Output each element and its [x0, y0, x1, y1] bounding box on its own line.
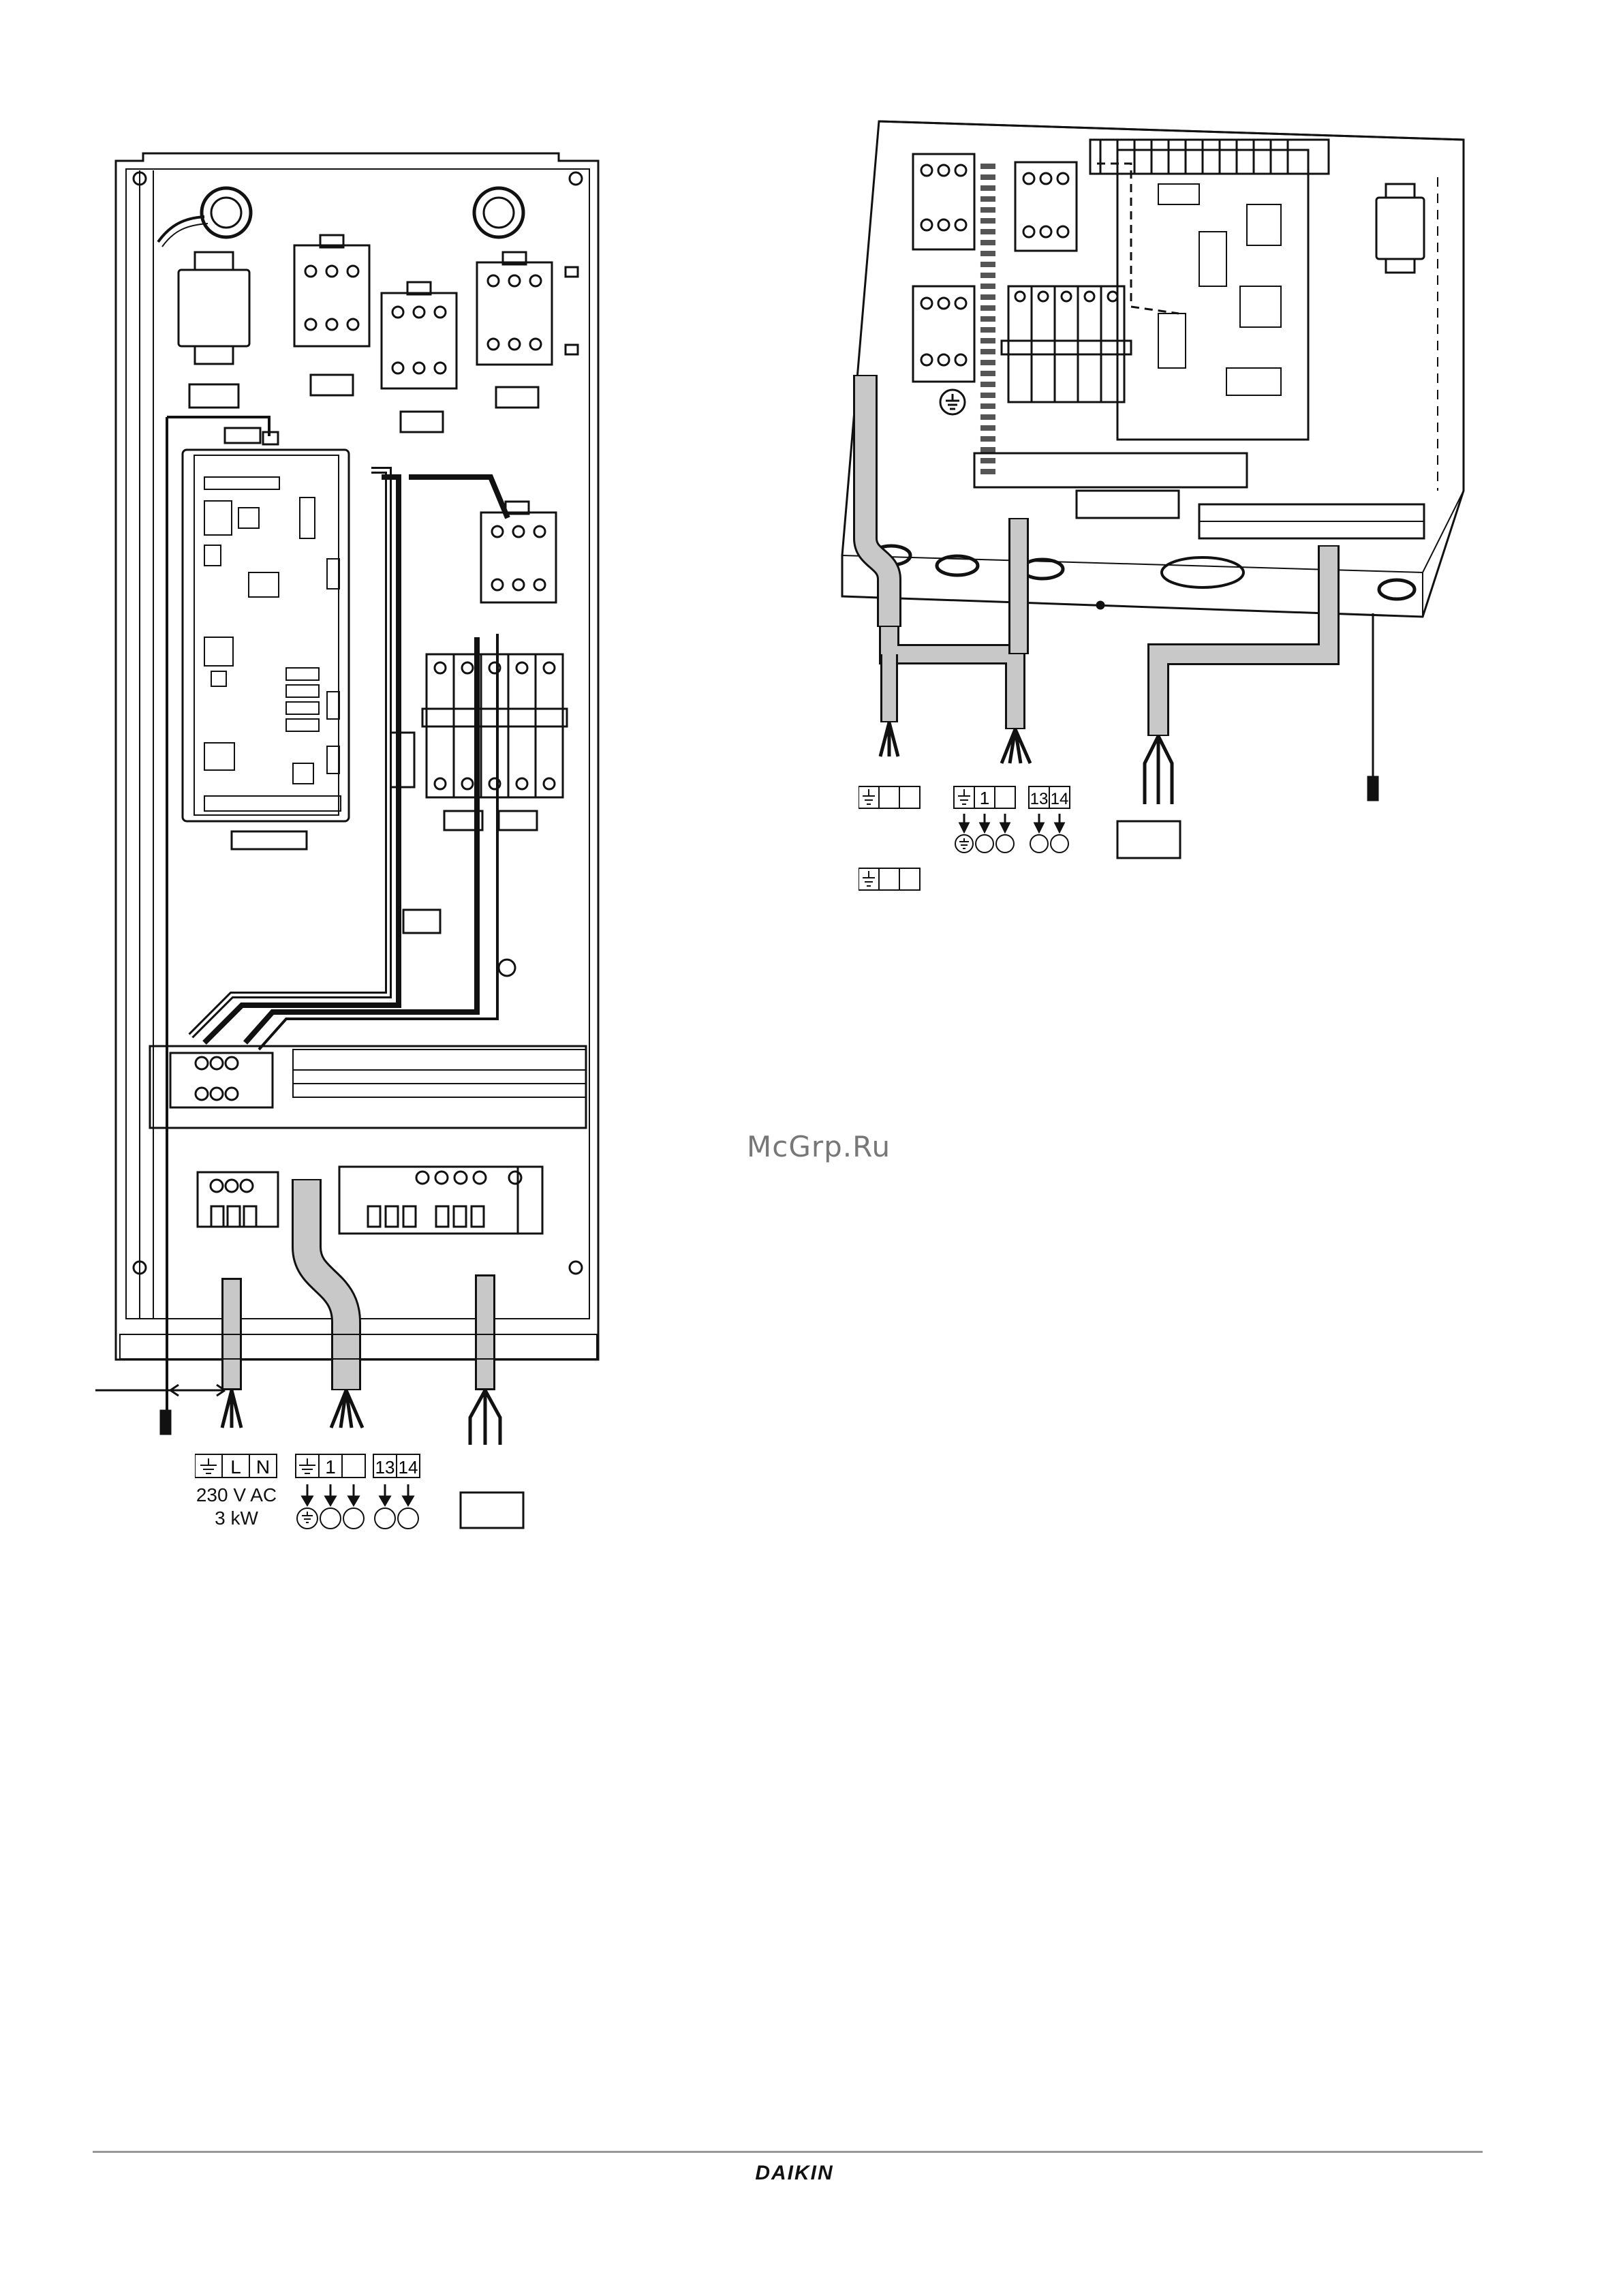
- daikin-logo: DAIKIN: [740, 2159, 849, 2186]
- circuit-breakers-iso: [1002, 286, 1131, 402]
- transformer-iso: [1376, 184, 1424, 273]
- right-terminal-legend: 1 13 14: [859, 784, 1077, 893]
- arrow-down-icon: [960, 814, 1064, 831]
- contactor-iso-1: [913, 154, 974, 249]
- contactor-iso-3: [913, 286, 974, 382]
- box-outline: [842, 121, 1464, 617]
- svg-text:DAIKIN: DAIKIN: [755, 2162, 833, 2184]
- iso-terminal-1-label: 1: [980, 788, 989, 808]
- load-device-iso: [1117, 821, 1180, 858]
- earth-ground-icon: [940, 390, 965, 414]
- contactor-iso-2: [1015, 162, 1077, 251]
- iso-terminal-13-label: 13: [1030, 790, 1049, 808]
- iso-terminal-14-label: 14: [1051, 790, 1069, 808]
- pcb-board-iso: [1117, 150, 1308, 440]
- footer-rule: [93, 2151, 1483, 2153]
- watermark-text: McGrp.Ru: [747, 1130, 891, 1163]
- circle-terminal-icon: [955, 835, 1068, 853]
